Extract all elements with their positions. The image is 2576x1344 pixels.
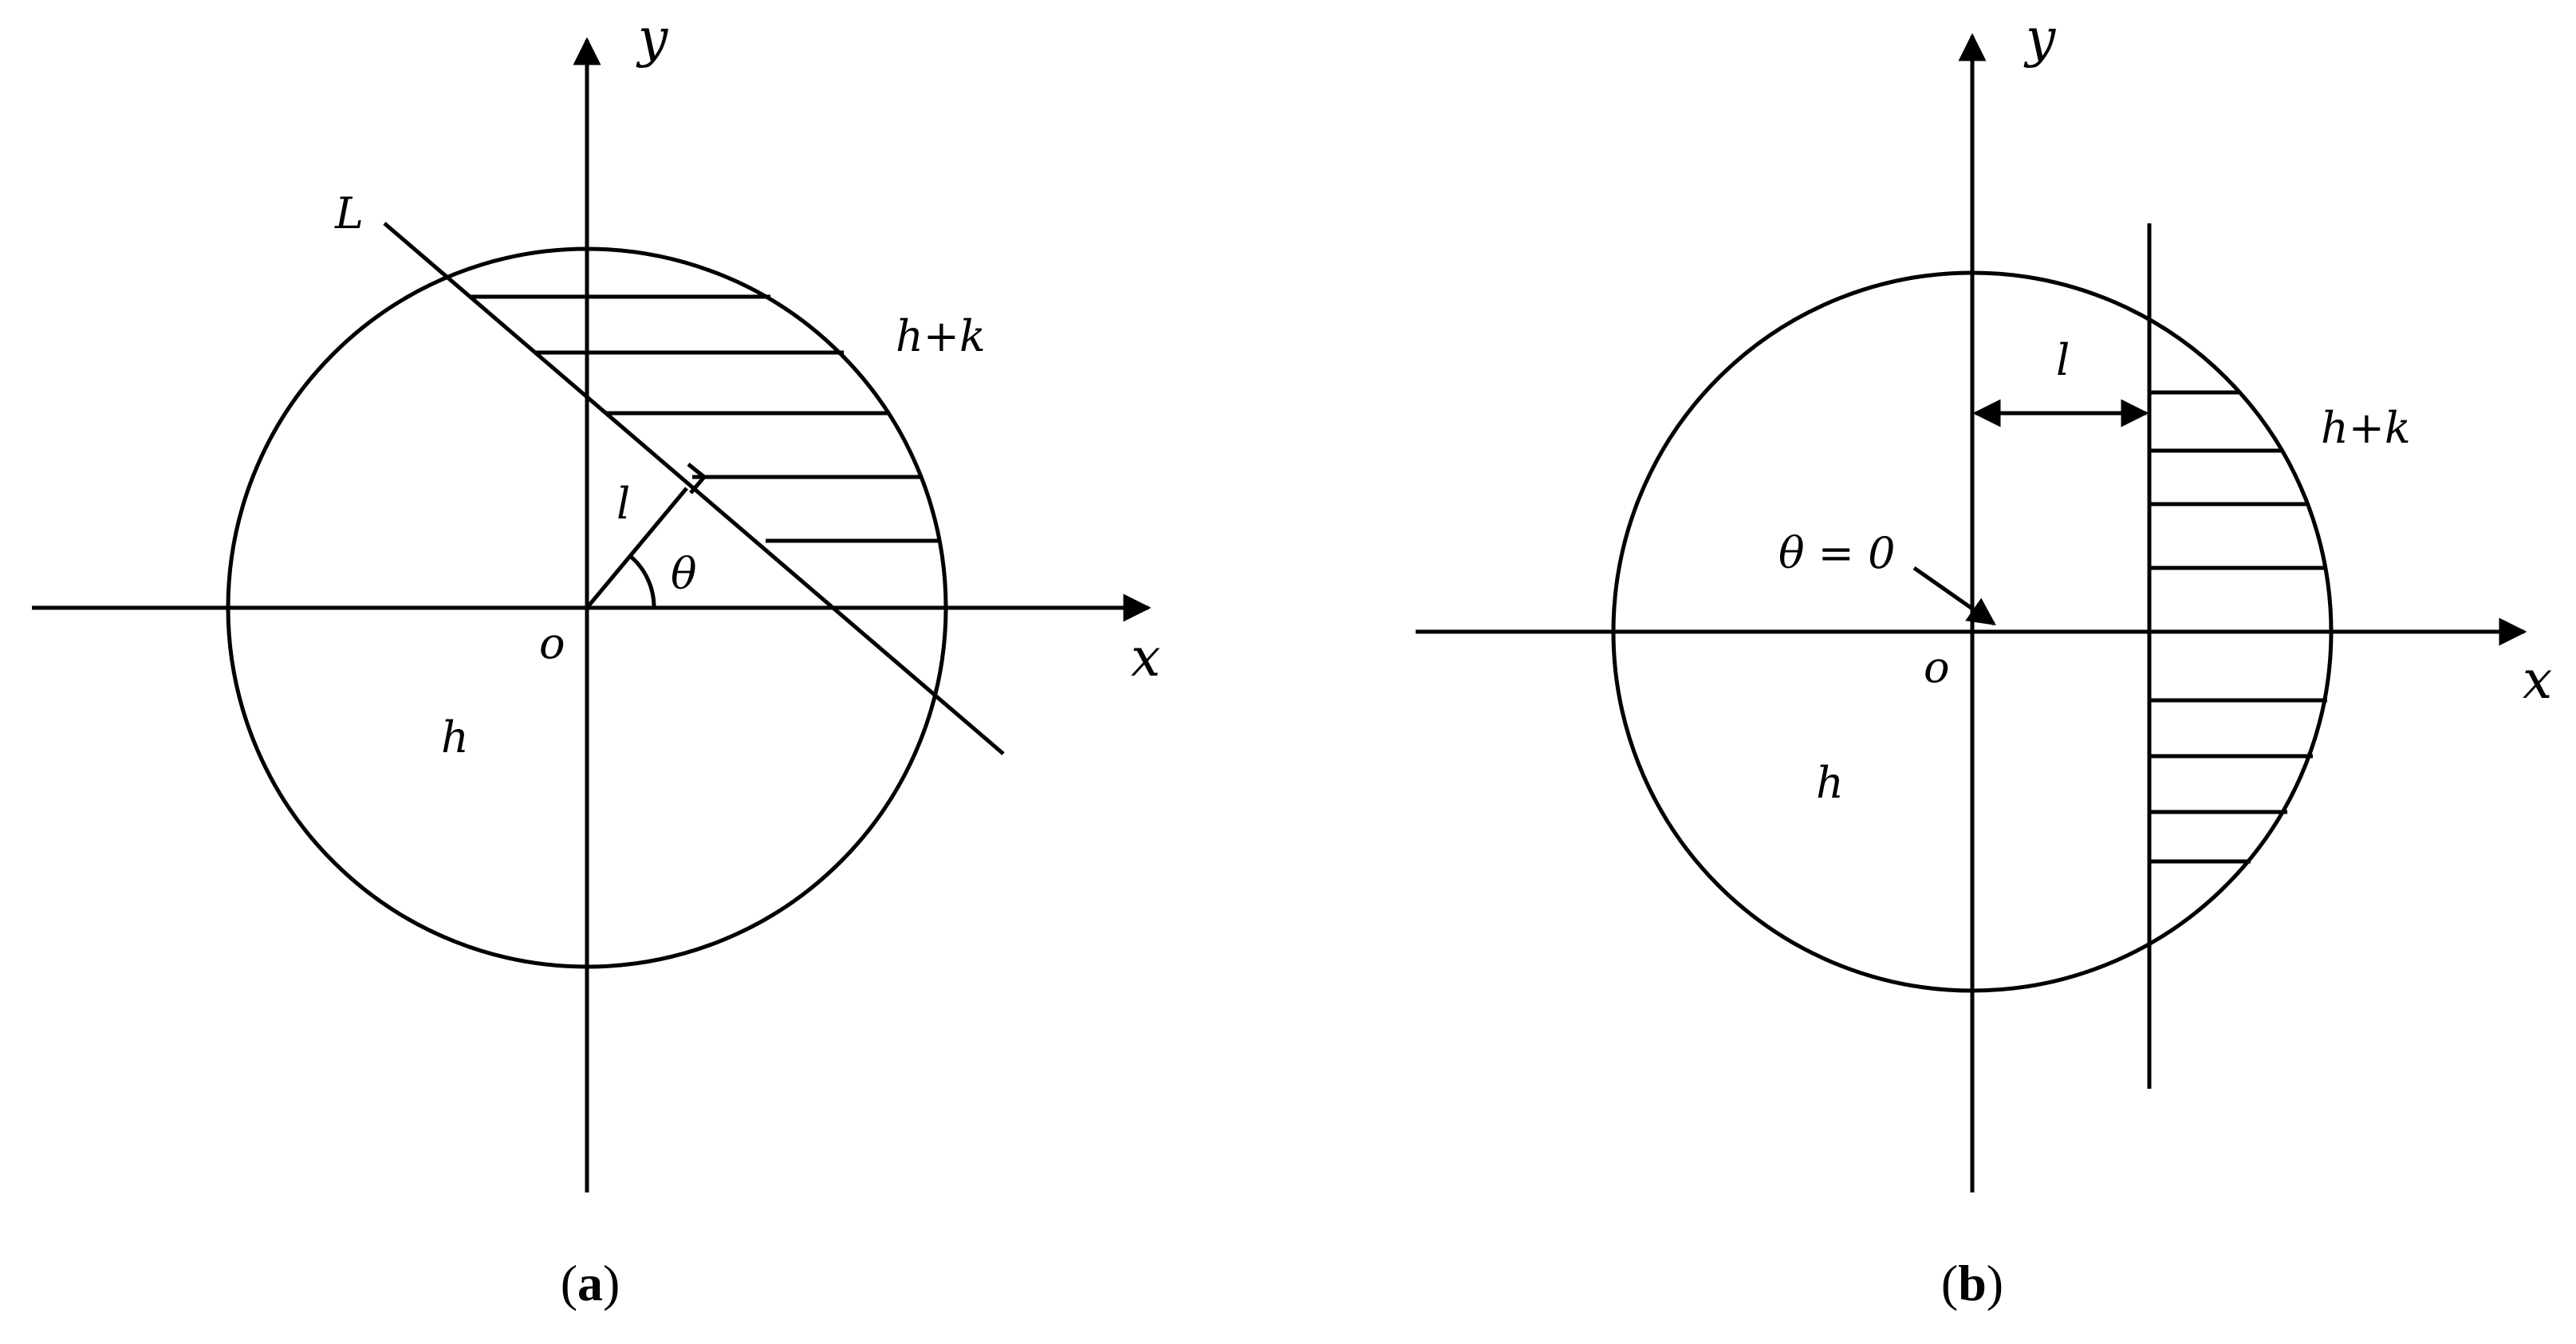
origin-label-a: o (539, 618, 565, 668)
region-outer-label-a: h+k (896, 311, 986, 361)
panel-b (1416, 33, 2527, 1192)
angle-label-a: θ (671, 549, 697, 599)
y-axis-label-b: y (2023, 7, 2056, 69)
right-angle-mark-a (687, 463, 707, 495)
line-label-a: L (334, 188, 364, 238)
caption-b: (b) (1941, 1255, 2003, 1311)
origin-label-b: o (1924, 642, 1950, 692)
theta-pointer-b (1912, 566, 1996, 626)
hatch-lines-a (471, 294, 939, 543)
hatch-lines-b (2149, 390, 2327, 864)
x-axis-label-a: x (1131, 627, 1160, 688)
y-axis-label-a: y (636, 7, 668, 69)
region-inner-label-a: h (441, 712, 469, 763)
region-outer-label-b: h+k (2321, 403, 2411, 453)
x-axis-label-b: x (2523, 649, 2552, 711)
panel-a (32, 37, 1152, 1192)
angle-arc-a (628, 554, 656, 609)
distance-label-a: l (616, 479, 630, 529)
region-inner-label-b: h (1816, 758, 1844, 808)
caption-a: (a) (561, 1255, 620, 1311)
perpendicular-segment-a (585, 487, 688, 609)
angle-label-b: θ = 0 (1778, 528, 1895, 578)
distance-label-b: l (2056, 335, 2070, 385)
